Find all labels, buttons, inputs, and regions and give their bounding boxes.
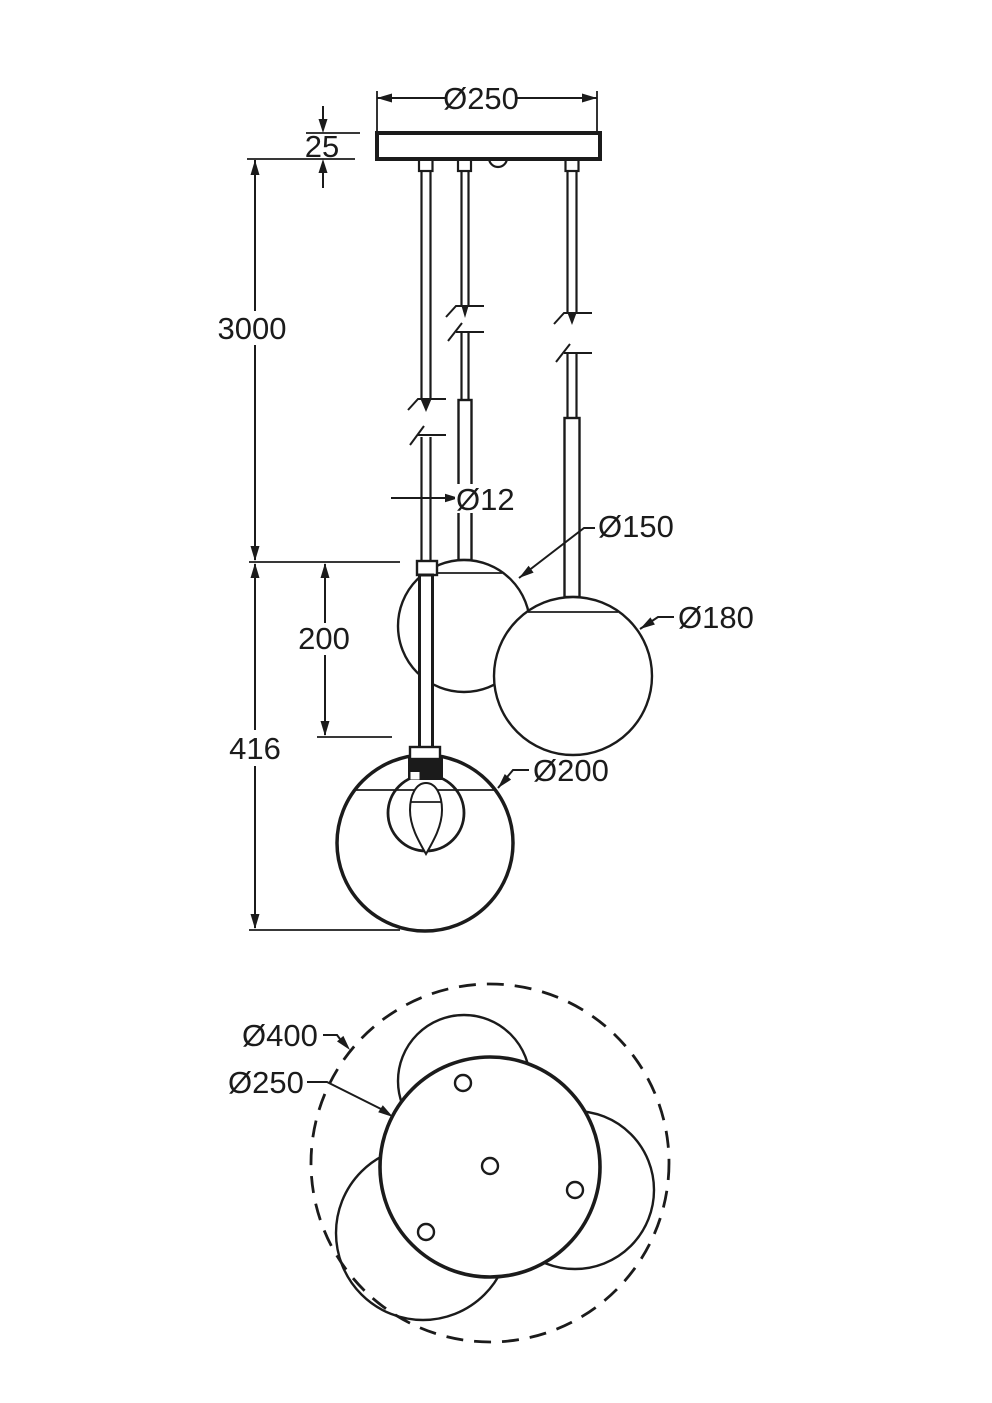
dim-label-plate-diameter: Ø250	[443, 81, 519, 116]
arrowhead	[640, 617, 655, 629]
arrowhead	[320, 721, 330, 736]
arrowhead	[250, 546, 260, 561]
leader-globe-200: Ø200	[497, 753, 609, 789]
dim-suspension-length: 3000	[218, 160, 287, 561]
leader-globe-150: Ø150	[518, 509, 674, 579]
rod-3-sleeve	[563, 416, 581, 599]
dim-plate-diameter: Ø250	[376, 81, 598, 131]
arrowhead	[318, 159, 328, 173]
leader-line	[307, 1081, 382, 1110]
rod-2-sleeve	[457, 398, 473, 562]
arrowhead	[582, 93, 597, 103]
plan-center-hole	[480, 1156, 500, 1176]
dim-rod-segment: 200	[298, 563, 350, 736]
candle-bulb	[408, 781, 444, 857]
suspension-rods-lower	[457, 332, 581, 599]
suspension-rods-upper	[420, 171, 578, 399]
globe-180	[492, 595, 654, 757]
dim-label-plan-plate: Ø250	[228, 1065, 304, 1100]
label-halo	[455, 484, 525, 513]
dim-label-rod-diameter: Ø12	[456, 482, 515, 517]
dim-label-small-globe: Ø150	[598, 509, 674, 544]
rod-1-lower-assembly	[415, 437, 439, 750]
arrowhead	[378, 1105, 393, 1117]
dim-rod-diameter: Ø12	[391, 482, 525, 517]
plan-rod-hole	[416, 1222, 436, 1242]
arrowhead	[337, 1035, 350, 1050]
arrowhead	[250, 160, 260, 175]
leader-globe-180: Ø180	[639, 600, 754, 635]
globe-180-outline	[492, 595, 654, 757]
break-mark	[409, 425, 425, 446]
dim-plate-thickness: 25	[247, 106, 360, 188]
arrowhead	[519, 565, 534, 578]
cable-bump	[487, 157, 509, 169]
globe-200	[335, 745, 515, 933]
rod-break-symbols	[407, 305, 592, 446]
socket-collar	[408, 745, 442, 761]
leader-plan-overall: Ø400	[242, 1018, 350, 1053]
leader-line	[323, 1034, 341, 1040]
arrowhead	[445, 493, 459, 503]
leader-line	[518, 527, 595, 579]
arrowhead	[250, 914, 260, 929]
ceiling-plate	[375, 131, 602, 161]
plan-view: Ø400 Ø250	[228, 982, 671, 1344]
dim-label-plan-overall: Ø400	[242, 1018, 318, 1053]
break-arrow	[567, 313, 577, 325]
rod-1-joint	[415, 559, 439, 577]
arrowhead	[318, 119, 328, 133]
front-view: Ø250 25 3000 41	[218, 81, 754, 933]
dim-label-suspension-length: 3000	[218, 311, 287, 346]
rod-1-tube	[418, 573, 434, 750]
dim-label-medium-globe: Ø180	[678, 600, 754, 635]
plan-rod-hole	[453, 1073, 473, 1093]
arrowhead	[377, 93, 392, 103]
arrowhead	[250, 563, 260, 578]
arrowhead	[498, 774, 512, 788]
leader-plan-plate: Ø250	[228, 1065, 393, 1117]
plan-overall-envelope	[309, 982, 671, 1344]
dim-label-large-globe: Ø200	[533, 753, 609, 788]
dim-fixture-height: 416	[229, 563, 281, 929]
break-mark	[553, 312, 592, 325]
break-mark	[555, 343, 571, 363]
dim-label-fixture-height: 416	[229, 731, 281, 766]
break-mark	[447, 322, 463, 342]
plan-rod-hole	[565, 1180, 585, 1200]
break-mark	[445, 305, 484, 318]
break-arrow	[461, 306, 469, 318]
dim-label-plate-thickness: 25	[305, 129, 339, 164]
dim-label-rod-segment: 200	[298, 621, 350, 656]
socket-notch	[410, 772, 420, 780]
break-arrow	[420, 399, 432, 412]
break-mark	[407, 398, 446, 411]
arrowhead	[320, 563, 330, 578]
